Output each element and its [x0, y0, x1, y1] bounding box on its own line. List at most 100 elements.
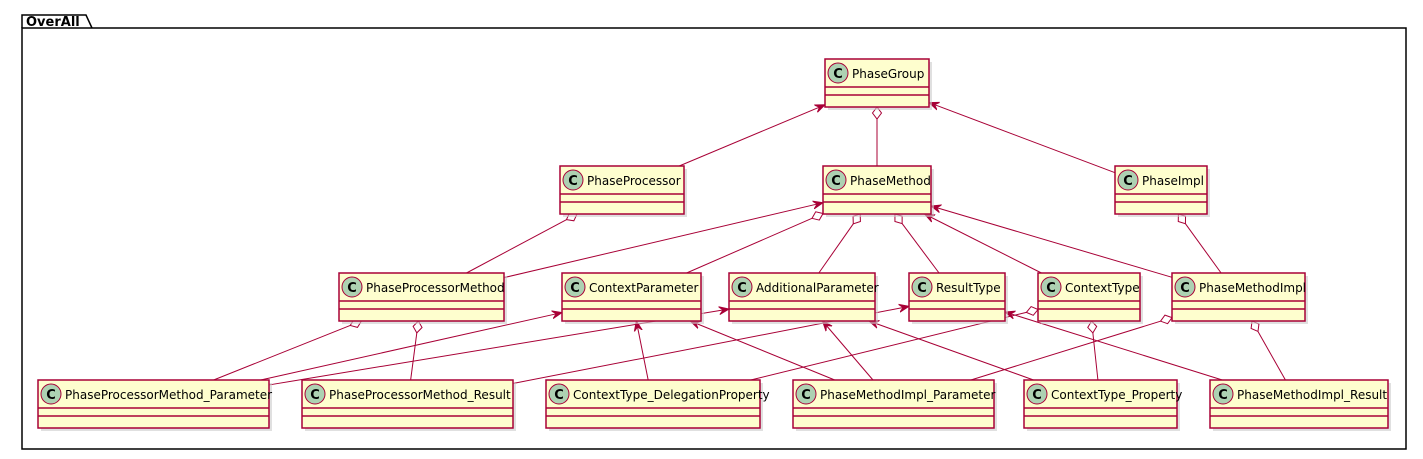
class-context-parameter[interactable]: C ContextParameter [561, 272, 704, 324]
association-line [823, 321, 874, 381]
class-box [1023, 379, 1178, 429]
relation-phase-method-impl-to-phase-method-impl-result [1250, 320, 1286, 381]
class-phase-processor[interactable]: C PhaseProcessor [559, 165, 687, 217]
class-name: PhaseGroup [852, 67, 924, 81]
class-badge-letter: C [917, 281, 927, 296]
relation-phase-impl-to-phase-method-impl [1177, 213, 1222, 274]
class-badge-icon [304, 383, 326, 405]
class-badge-letter: C [568, 174, 578, 189]
class-badge-icon [1040, 276, 1062, 298]
relation-phase-method-to-additional-parameter [818, 213, 861, 274]
class-badge-letter: C [831, 174, 841, 189]
package-tab [21, 14, 93, 29]
class-badge-letter: C [310, 388, 320, 403]
aggregation-diamond-icon [1025, 305, 1039, 316]
class-box [545, 379, 761, 429]
relation-phase-processor-method-parameter-to-context-parameter [260, 313, 562, 381]
aggregation-line [901, 223, 940, 274]
class-box [37, 379, 270, 429]
class-badge-icon [548, 383, 570, 405]
package-title: OverAll [26, 15, 80, 30]
class-name: ResultType [936, 281, 1001, 295]
relation-phase-impl-to-phase-group [929, 103, 1116, 174]
class-badge-letter: C [801, 388, 811, 403]
class-badge-icon [825, 169, 847, 191]
class-box [338, 272, 505, 322]
class-name: PhaseMethodImpl_Result [1237, 388, 1387, 402]
association-line [503, 203, 823, 279]
class-badge-letter: C [833, 67, 843, 82]
aggregation-line [1092, 332, 1099, 381]
class-box [792, 379, 995, 429]
class-phase-group[interactable]: C PhaseGroup [824, 58, 932, 110]
relation-phase-method-impl-parameter-to-additional-parameter [823, 321, 874, 381]
class-name: PhaseProcessorMethod_Result [329, 388, 511, 402]
class-badge-icon [827, 62, 849, 84]
relation-context-type-delegation-property-to-context-parameter [636, 321, 649, 381]
relation-context-type-property-to-additional-parameter [869, 321, 1034, 381]
relation-phase-processor-method-to-phase-processor-method-result [410, 320, 423, 381]
association-line [636, 321, 649, 381]
relation-phase-method-impl-to-phase-method [931, 206, 1173, 278]
class-phase-method-impl-result[interactable]: C PhaseMethodImpl_Result [1209, 379, 1391, 431]
association-line [929, 103, 1116, 174]
class-badge-icon [562, 169, 584, 191]
class-box [301, 379, 514, 429]
class-phase-method[interactable]: C PhaseMethod [822, 165, 934, 217]
class-badge-icon [1174, 276, 1196, 298]
class-name: PhaseImpl [1142, 174, 1204, 188]
association-line [679, 105, 825, 167]
class-phase-impl[interactable]: C PhaseImpl [1114, 165, 1210, 217]
class-name: ContextParameter [589, 281, 699, 295]
class-name: ContextType_Property [1051, 388, 1182, 402]
class-name: ContextType_DelegationProperty [573, 388, 770, 402]
class-phase-processor-method-result[interactable]: C PhaseProcessorMethod_Result [301, 379, 516, 431]
class-badge-letter: C [1046, 281, 1056, 296]
class-name: PhaseProcessorMethod_Parameter [65, 388, 272, 402]
class-badge-letter: C [570, 281, 580, 296]
aggregation-diamond-icon [811, 211, 824, 221]
class-badge-icon [795, 383, 817, 405]
relations-layer [213, 103, 1286, 386]
aggregation-line [410, 332, 418, 381]
class-badge-icon [731, 276, 753, 298]
aggregation-line [1257, 331, 1286, 381]
relation-phase-method-impl-parameter-to-context-parameter [690, 321, 835, 381]
relation-phase-processor-method-to-phase-method [503, 203, 823, 279]
class-badge-icon [911, 276, 933, 298]
association-line [869, 321, 1034, 381]
relation-phase-group-to-phase-method [871, 106, 883, 166]
class-name: PhaseMethod [850, 174, 931, 188]
aggregation-line [213, 324, 351, 381]
class-badge-icon [40, 383, 62, 405]
class-badge-letter: C [1218, 388, 1228, 403]
class-name: AdditionalParameter [756, 281, 879, 295]
relation-phase-processor-method-to-phase-processor-method-parameter [213, 318, 363, 381]
class-box [1171, 272, 1306, 322]
association-line [690, 321, 835, 381]
relation-context-type-to-context-type-property [1087, 320, 1099, 381]
class-name: PhaseMethodImpl [1199, 281, 1306, 295]
class-name: PhaseProcessorMethod [366, 281, 505, 295]
class-result-type[interactable]: C ResultType [908, 272, 1008, 324]
relation-phase-processor-to-phase-group [679, 105, 825, 167]
association-line [931, 206, 1173, 278]
relation-phase-method-to-context-parameter [686, 211, 824, 274]
class-badge-letter: C [1123, 174, 1133, 189]
class-name: PhaseProcessor [587, 174, 681, 188]
class-badge-icon [564, 276, 586, 298]
class-badge-icon [1212, 383, 1234, 405]
package-frame [21, 27, 1407, 450]
class-box [1209, 379, 1389, 429]
class-box [559, 165, 685, 215]
